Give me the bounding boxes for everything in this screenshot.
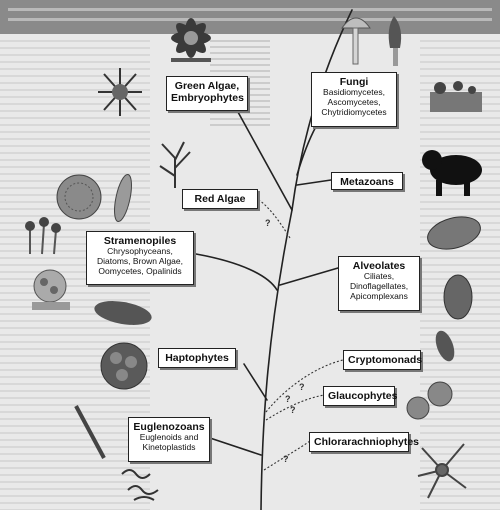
fungi-box: Fungi Basidiomycetes, Ascomycetes, Chytr… [311, 72, 397, 127]
branch-haptophytes [243, 363, 268, 401]
red-algae-box: Red Algae [182, 189, 258, 209]
dinoflagellate-illustration [443, 274, 473, 320]
stramenopiles-title: Stramenopiles [103, 235, 177, 247]
ciliate-illustration [427, 216, 481, 250]
green-algae-title: Green Algae, [174, 80, 240, 92]
branch-green-algae [237, 111, 293, 211]
glaucophyte-illustration [406, 381, 453, 420]
branch-red-algae [258, 199, 291, 239]
euglenozoans-subtitle-line2: Kinetoplastids [142, 441, 196, 452]
diatom-round-illustration [56, 174, 102, 220]
branch-stramenopiles [195, 253, 278, 291]
chlorarachniophytes-title: Chlorarachniophytes [314, 436, 420, 448]
question-mark-glaucophytes-b: ? [290, 405, 296, 415]
haptophytes-box: Haptophytes [158, 348, 236, 368]
kinetoplastid-illustration [121, 469, 159, 501]
flower-illustration [171, 18, 211, 62]
haptophytes-title: Haptophytes [165, 352, 229, 364]
stramenopiles-box: Stramenopiles Chrysophyceans, Diatoms, B… [86, 231, 194, 285]
green-alga-star-illustration [98, 68, 142, 116]
question-mark-cryptomonads: ? [299, 382, 305, 392]
branch-glaucophytes [265, 394, 325, 421]
fungi-subtitle-line3: Chytridiomycetes [321, 106, 387, 117]
chlorarachniophytes-box: Chlorarachniophytes [309, 432, 420, 452]
euglenozoans-box: Euglenozoans Euglenoids and Kinetoplasti… [128, 417, 210, 462]
green-algae-box: Green Algae, Embryophytes [166, 76, 248, 111]
diatom-elongate-illustration [114, 173, 132, 223]
cryptomonads-box: Cryptomonads [343, 350, 423, 370]
euglenozoans-title: Euglenozoans [133, 421, 205, 433]
alveolates-subtitle-line2: Dinoflagellates, [349, 280, 409, 291]
chlorarachniophyte-illustration [417, 443, 467, 499]
stramenopiles-subtitle-line3: Oomycetes, Opalinids [98, 265, 182, 276]
question-mark-red-algae: ? [265, 218, 271, 228]
stramenopiles-subtitle: Chrysophyceans, [107, 246, 173, 257]
glaucophytes-title: Glaucophytes [328, 390, 398, 402]
alveolates-subtitle-line3: Apicomplexans [350, 290, 408, 301]
fungi-subtitle: Basidiomycetes, [323, 87, 385, 98]
brown-algae-illustration [25, 217, 61, 255]
mushroom-illustration [341, 16, 402, 66]
haptophyte-illustration [100, 342, 148, 390]
alveolates-subtitle: Ciliates, [363, 271, 395, 282]
cryptomonads-title: Cryptomonads [348, 354, 423, 366]
question-mark-glaucophytes-a: ? [285, 394, 291, 404]
dog-illustration [422, 150, 482, 196]
branch-alveolates [279, 267, 339, 286]
fungi-cluster-illustration [430, 81, 482, 112]
euglena-illustration [74, 405, 106, 459]
alveolates-box: Alveolates Ciliates, Dinoflagellates, Ap… [338, 256, 420, 311]
fungi-title: Fungi [339, 76, 369, 88]
alveolates-title: Alveolates [352, 260, 406, 272]
euglenozoans-subtitle: Euglenoids and [139, 432, 199, 443]
fungi-subtitle-line2: Ascomycetes, [327, 96, 381, 107]
header-band [0, 0, 500, 34]
red-algae-illustration [159, 141, 191, 188]
glaucophytes-box: Glaucophytes [323, 386, 398, 406]
cryptomonad-illustration [435, 330, 455, 362]
opalinid-illustration [94, 301, 152, 325]
branch-chlorarachniophytes [263, 440, 311, 471]
metazoans-title: Metazoans [340, 176, 394, 188]
question-mark-chlorarachniophytes: ? [283, 454, 289, 464]
stramenopiles-subtitle-line2: Diatoms, Brown Algae, [97, 255, 183, 266]
branch-metazoans [296, 179, 332, 186]
green-algae-title-line2: Embryophytes [171, 92, 244, 105]
red-algae-title: Red Algae [194, 193, 246, 205]
metazoans-box: Metazoans [331, 172, 403, 190]
oomycete-illustration [32, 269, 70, 310]
branch-euglenozoans [203, 435, 262, 456]
